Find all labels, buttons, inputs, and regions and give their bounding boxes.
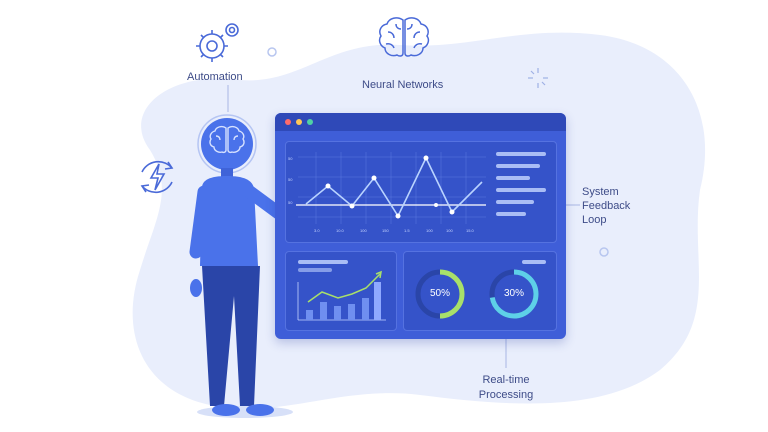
realtime-processing-label: Real-time Processing	[478, 373, 534, 403]
legend-line	[496, 212, 526, 216]
donut-value-30: 30%	[503, 288, 524, 299]
donut-charts	[415, 269, 539, 319]
gear-icon	[196, 23, 239, 62]
sparkle-icon	[528, 68, 548, 88]
x-tick: 15.0	[466, 228, 474, 233]
head-brain-icon	[209, 125, 245, 154]
y-tick: 50	[288, 200, 293, 205]
bar-chart	[297, 270, 386, 321]
label-line: Real-time	[482, 374, 530, 386]
y-tick: 50	[288, 156, 293, 161]
legend-line	[496, 164, 540, 168]
close-dot[interactable]	[285, 119, 291, 125]
neural-networks-label: Neural Networks	[362, 79, 444, 91]
bar-chart-panel	[285, 251, 397, 331]
legend-line	[496, 200, 534, 204]
person-figure	[189, 114, 320, 416]
donut-legend-line	[522, 260, 546, 264]
legend-line	[496, 188, 546, 192]
x-tick: 10.0	[336, 228, 344, 233]
dashboard-window: 50 50 50 3.0 10.0 100 150 1.5 100 100 15…	[275, 113, 566, 339]
automation-label: Automation	[187, 71, 243, 83]
donut-panel: 50% 30%	[403, 251, 557, 331]
lightning-refresh-icon	[140, 160, 174, 194]
x-tick: 150	[382, 228, 389, 233]
x-tick: 100	[426, 228, 433, 233]
line-chart-panel: 50 50 50 3.0 10.0 100 150 1.5 100 100 15…	[285, 141, 557, 243]
label-line: System	[582, 186, 619, 198]
x-tick: 100	[446, 228, 453, 233]
window-titlebar	[275, 113, 566, 131]
legend-line	[496, 152, 546, 156]
label-line: Processing	[478, 389, 534, 401]
maximize-dot[interactable]	[307, 119, 313, 125]
legend-line	[496, 176, 530, 180]
label-line: Feedback	[582, 200, 631, 212]
x-tick: 1.5	[404, 228, 410, 233]
x-tick: 100	[360, 228, 367, 233]
minimize-dot[interactable]	[296, 119, 302, 125]
panel-subtitle-line	[298, 268, 332, 272]
brain-icon	[378, 17, 430, 57]
system-feedback-loop-label: System Feedback Loop	[582, 185, 630, 227]
line-chart	[296, 152, 486, 224]
label-line: Loop	[582, 214, 607, 226]
panel-title-line	[298, 260, 348, 264]
y-tick: 50	[288, 177, 293, 182]
x-tick: 3.0	[314, 228, 320, 233]
donut-value-50: 50%	[429, 288, 450, 299]
